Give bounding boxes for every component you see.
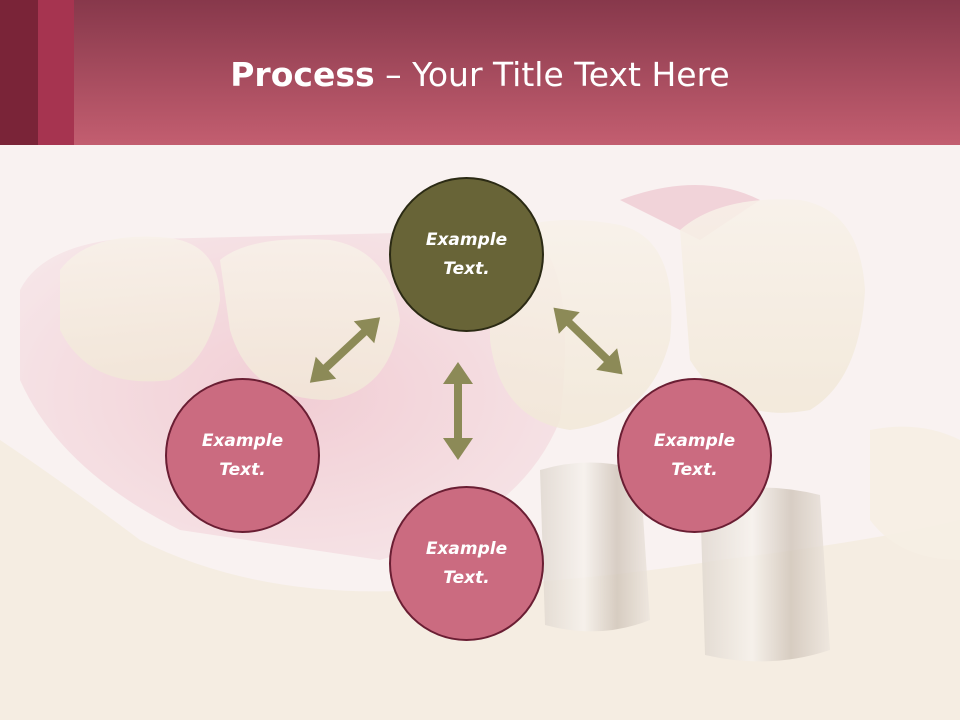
- process-node-top: Example Text.: [389, 177, 544, 332]
- node-label: Example Text.: [653, 430, 736, 480]
- title-rest: – Your Title Text Here: [374, 55, 730, 94]
- arrow-left-diagonal: [309, 317, 381, 383]
- accent-bar-light: [38, 0, 74, 145]
- process-node-bottom: Example Text.: [389, 486, 544, 641]
- slide-title: Process – Your Title Text Here: [0, 52, 960, 98]
- node-label: Example Text.: [425, 538, 508, 588]
- process-node-right: Example Text.: [617, 378, 772, 533]
- node-label: Example Text.: [201, 430, 284, 480]
- title-banner: [0, 0, 960, 145]
- accent-bar-dark: [0, 0, 38, 145]
- node-label: Example Text.: [425, 229, 508, 279]
- arrow-right-diagonal: [553, 307, 623, 375]
- process-node-left: Example Text.: [165, 378, 320, 533]
- arrow-vertical: [443, 362, 473, 460]
- title-bold: Process: [230, 55, 375, 94]
